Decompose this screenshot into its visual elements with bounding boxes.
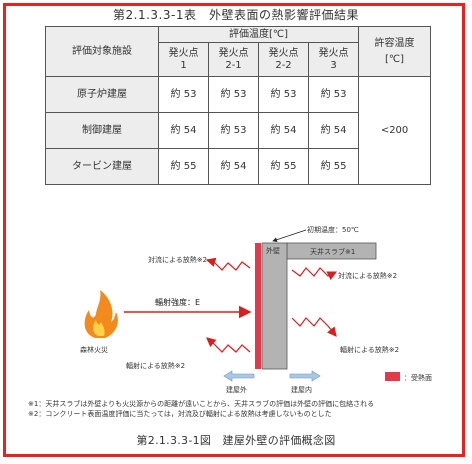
cell-value: 約 53 (258, 76, 309, 113)
row-name: 制御建屋 (45, 112, 159, 149)
red-frame (3, 3, 465, 457)
convection-left-label: 対流による放熱※2 (148, 255, 207, 264)
cell-value: 約 54 (158, 112, 209, 149)
initial-temp-leader (272, 229, 307, 243)
wall-evaluation-diagram: 初期温度：50℃ 天井スラブ※1 外壁 森林火災 輻射強度：E 対流による放熱※… (80, 225, 432, 394)
radiation-label: 輻射強度：E (155, 297, 200, 307)
footnote-1: ※1：天井スラブは外壁よりも火災源からの距離が遠いことから、天井スラブの評価は外… (28, 400, 375, 408)
cell-value: 約 53 (158, 76, 209, 113)
point-line1: 発火点 (268, 47, 299, 59)
header-temp-group: 評価温度[℃] (157, 26, 360, 43)
header-allow: 許容温度 [℃] (358, 26, 432, 77)
fire-label: 森林火災 (80, 345, 108, 354)
row-name: 原子炉建屋 (45, 76, 159, 113)
point-header: 発火点 2-1 (208, 42, 259, 77)
cell-value: 約 53 (208, 76, 259, 113)
inside-label: 建屋内 (291, 385, 312, 394)
footnotes: ※1：天井スラブは外壁よりも火災源からの距離が遠いことから、天井スラブの評価は外… (28, 399, 464, 419)
cell-value: 約 53 (307, 76, 360, 113)
point-line2: 2-2 (275, 59, 292, 71)
radiation-left-label: 輻射による放熱※2 (126, 361, 185, 370)
slab-label: 天井スラブ※1 (310, 247, 355, 256)
header-target: 評価対象施設 (45, 26, 159, 77)
point-line2: 2-1 (225, 59, 242, 71)
radiation-left-arrow (206, 337, 251, 353)
figure-title: 第2.1.3.3-1図 建屋外壁の評価概念図 (136, 434, 336, 447)
convection-left-arrow (205, 257, 251, 271)
header-allow-unit: [℃] (385, 53, 405, 65)
table-title: 第2.1.3.3-1表 外壁表面の熱影響評価結果 (113, 8, 359, 22)
fire-icon (84, 290, 118, 338)
initial-temp-label: 初期温度：50℃ (307, 225, 359, 234)
cell-value: 約 53 (208, 112, 259, 149)
convection-right-arrow (291, 267, 338, 281)
table-row: 原子炉建屋 約 53 約 53 約 53 約 53 <200 (45, 76, 432, 185)
receiving-surface (255, 243, 261, 369)
point-line1: 発火点 (168, 47, 199, 59)
cell-value: 約 54 (307, 112, 360, 149)
table-row: タービン建屋 約 55 約 54 約 55 約 55 (45, 148, 431, 185)
cell-value: 約 55 (158, 148, 209, 185)
point-line2: 1 (180, 59, 187, 71)
convection-right-label: 対流による放熱※2 (338, 271, 397, 280)
outside-label: 建屋外 (226, 385, 247, 394)
cell-value: 約 55 (258, 148, 309, 185)
cell-value: 約 54 (258, 112, 309, 149)
row-name: タービン建屋 (45, 148, 159, 185)
footnote-2: ※2：コンクリート表面温度評価に当たっては，対流及び輻射による放熱は考慮しないも… (28, 410, 332, 418)
inside-arrow (289, 370, 321, 382)
point-line1: 発火点 (218, 47, 249, 59)
point-header: 発火点 3 (307, 42, 360, 77)
radiation-right-label: 輻射による放熱※2 (340, 345, 399, 354)
evaluation-table: 評価対象施設 評価温度[℃] 許容温度 [℃] 発火点 1 発火点 2-1 発火… (45, 26, 432, 185)
allow-value: <200 (358, 76, 432, 185)
header-allow-label: 許容温度 (374, 37, 415, 49)
radiation-right-arrow (291, 317, 337, 337)
cell-value: 約 54 (208, 148, 259, 185)
outside-arrow (223, 370, 255, 382)
point-line1: 発火点 (318, 47, 349, 59)
point-header: 発火点 1 (158, 42, 209, 77)
legend-swatch (385, 372, 400, 381)
wall-label: 外壁 (266, 246, 280, 255)
cell-value: 約 55 (307, 148, 360, 185)
point-line2: 3 (330, 59, 337, 71)
legend-label: ：受熱面 (404, 373, 432, 382)
outer-wall (261, 242, 288, 370)
point-header: 発火点 2-2 (258, 42, 309, 77)
